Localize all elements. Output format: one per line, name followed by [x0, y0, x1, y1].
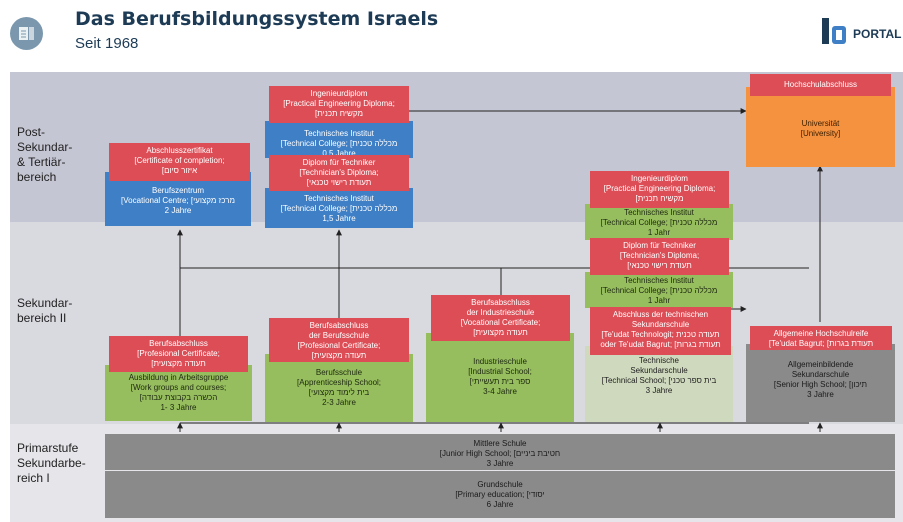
box-berufszentrum: Berufszentrum [Vocational Centre; [מרכז … — [105, 172, 251, 226]
box-abschluss-technische: Abschluss der technischen Sekundarschule… — [590, 307, 731, 355]
box-berufsschule: Berufsschule [Apprenticeship School; [בי… — [265, 354, 413, 422]
box-diplom-techniker-1: Diplom für Techniker [Technician's Diplo… — [269, 155, 409, 191]
box-hochschulreife: Allgemeine Hochschulreife [Te'udat Bagru… — [750, 326, 892, 350]
box-ingenieurdiplom-2: Ingenieurdiplom [Practical Engineering D… — [590, 171, 729, 208]
box-hochschulabschluss: Hochschulabschluss — [750, 74, 891, 96]
box-mittlere-schule: Mittlere Schule [Junior High School; [חט… — [105, 434, 895, 470]
page-title: Das Berufsbildungssystem Israels — [75, 8, 439, 30]
box-abschlusszertifikat: Abschlusszertifikat [Certificate of comp… — [109, 143, 250, 181]
box-industrieschule: Industrieschule [Industrial School; [ספר… — [426, 333, 574, 422]
level-label-sek2: Sekundar- bereich II — [17, 296, 73, 325]
box-berufsabschluss-1: Berufsabschluss [Profesional Certificate… — [109, 336, 248, 372]
book-globe-icon — [10, 17, 43, 50]
box-universitaet: Universität [University] — [746, 87, 895, 167]
box-ingenieurdiplom-1: Ingenieurdiplom [Practical Engineering D… — [269, 86, 409, 123]
box-technisches-institut-2: Technisches Institut [Technical College;… — [265, 188, 413, 228]
level-label-post: Post- Sekundar- & Tertiär- bereich — [17, 125, 73, 184]
box-allgemeinbildende: Allgemeinbildende Sekundarschule [Senior… — [746, 344, 895, 422]
box-berufsabschluss-3: Berufsabschluss der Industrieschule [Voc… — [431, 295, 570, 341]
box-technische-sekundarschule: Technische Sekundarschule [Technical Sch… — [585, 346, 733, 422]
brand-mark-icon — [822, 18, 846, 44]
box-diplom-techniker-2: Diplom für Techniker [Technician's Diplo… — [590, 238, 729, 275]
brand-name: PORTAL — [853, 27, 902, 41]
box-grundschule: Grundschule [Primary education; [יסודי 6… — [105, 471, 895, 518]
box-ausbildung: Ausbildung in Arbeitsgruppe [Work groups… — [105, 365, 252, 421]
logo-glyph — [19, 27, 34, 40]
box-berufsabschluss-2: Berufsabschluss der Berufsschule [Profes… — [269, 318, 409, 362]
box-technisches-institut-1: Technisches Institut [Technical College;… — [265, 121, 413, 158]
brand-logo — [820, 14, 903, 50]
box-technisches-institut-3: Technisches Institut [Technical College;… — [585, 204, 733, 240]
box-technisches-institut-4: Technisches Institut [Technical College;… — [585, 272, 733, 308]
page-subtitle: Seit 1968 — [75, 35, 139, 52]
level-label-prim: Primarstufe Sekundarbe- reich I — [17, 441, 86, 485]
